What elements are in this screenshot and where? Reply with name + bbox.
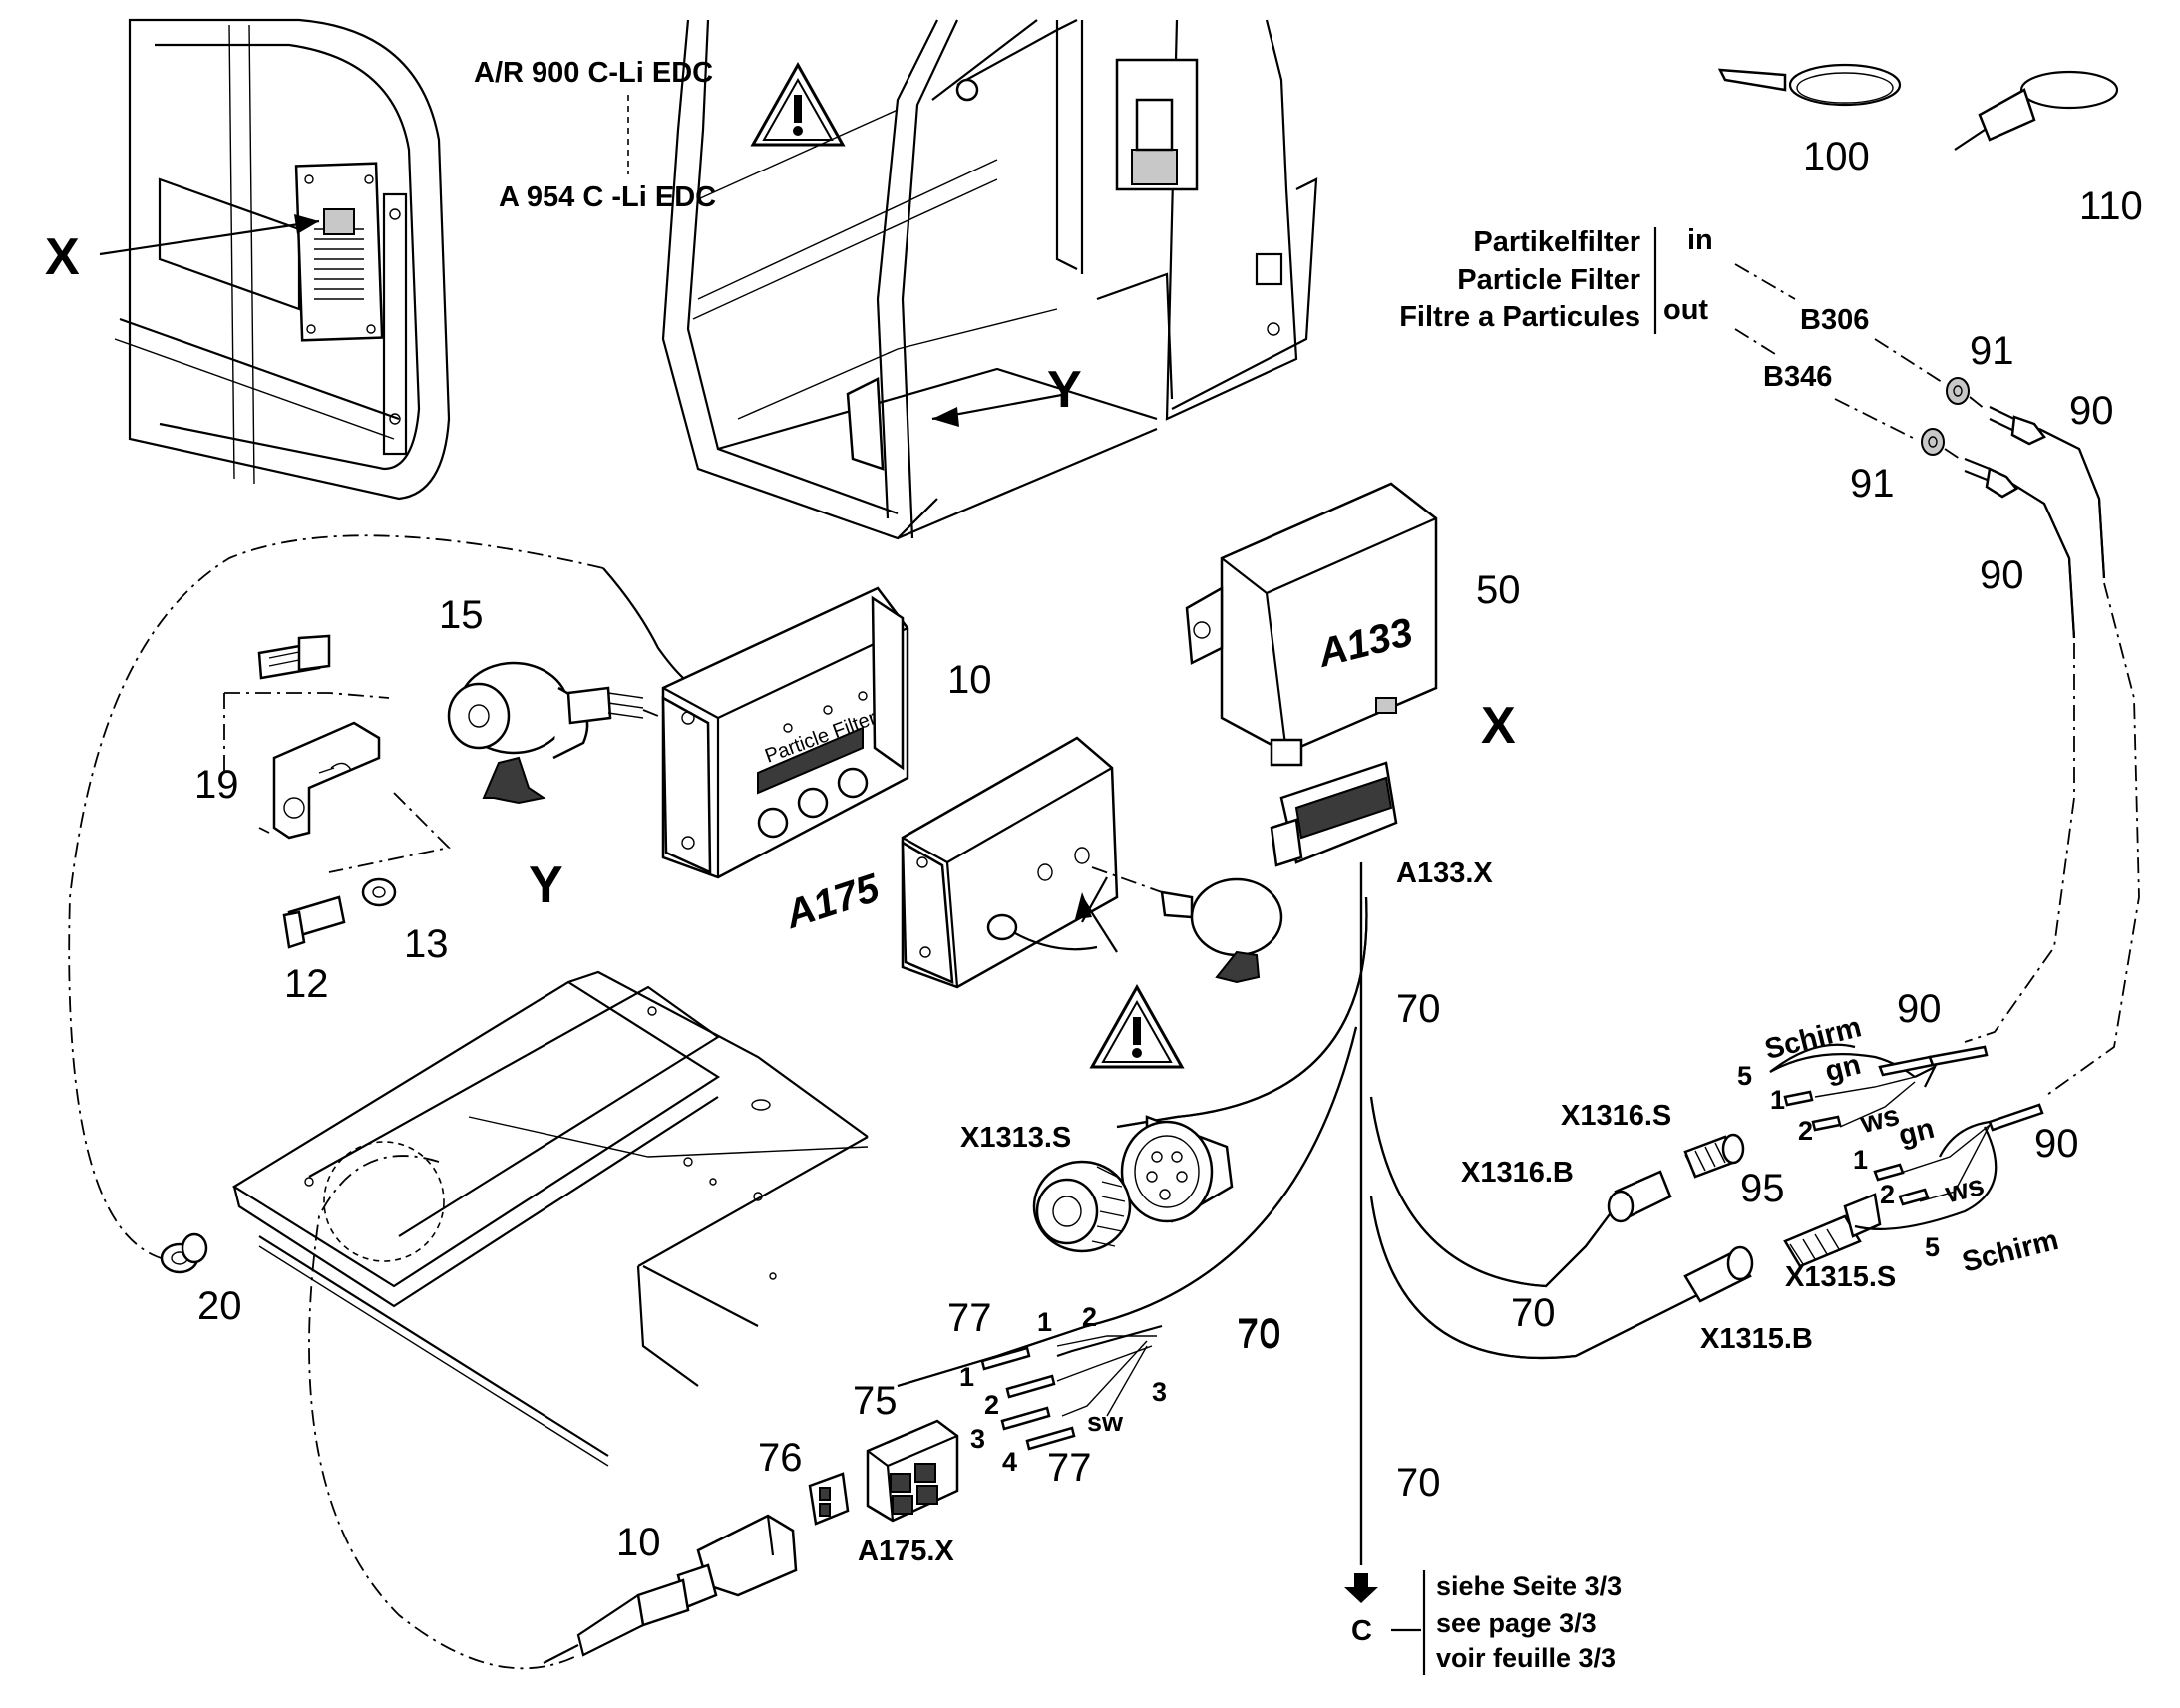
marker-x-conn: X [1481, 697, 1516, 755]
wire-label-1c: 1 [1853, 1145, 1868, 1175]
ecu-a133: A133 50 [1185, 482, 1521, 767]
part-10b: 10 [616, 1521, 661, 1564]
pin-label-1: 1 [959, 1362, 974, 1392]
down-arrow-icon [1344, 1573, 1378, 1603]
part-100: 100 [1803, 135, 1870, 178]
wire-label-ws-b: ws [1941, 1170, 1987, 1210]
label-x1316s: X1316.S [1561, 1100, 1671, 1132]
part-75: 75 [853, 1379, 898, 1423]
marker-x-top: X [45, 228, 80, 286]
part-76: 76 [758, 1436, 803, 1480]
wire-label-2c: 2 [1880, 1180, 1895, 1209]
pin-label-3: 3 [970, 1424, 985, 1454]
wire-label-5b: 5 [1925, 1232, 1940, 1262]
connector-a133x: A133.X [1270, 761, 1493, 889]
legend-particle-filter: Particle Filter [1457, 264, 1640, 296]
part-91b: 91 [1850, 462, 1895, 506]
display-rear-view [901, 736, 1283, 1069]
part-12: 12 [284, 962, 329, 1006]
reference-en: see page 3/3 [1436, 1608, 1597, 1638]
cable-tie-100: 100 [1717, 63, 1902, 178]
base-plate: 20 [160, 970, 869, 1467]
plug-cable-10: 10 [543, 1514, 798, 1664]
part-95: 95 [1740, 1167, 1785, 1210]
pin-label-4: 4 [1002, 1447, 1017, 1477]
legend-filtre-particules: Filtre a Particules [1399, 301, 1640, 333]
part-77b: 77 [1047, 1446, 1092, 1490]
part-10a: 10 [947, 658, 992, 702]
cab-frame: A/R 900 C-Li EDC A 954 C -Li EDC [474, 19, 1318, 540]
marker-y-detail: Y [529, 856, 563, 914]
connector-x1313s: X1313.S [960, 1115, 1234, 1253]
label-a133x: A133.X [1396, 857, 1493, 889]
legend-in: in [1687, 224, 1713, 256]
label-x1313s: X1313.S [960, 1122, 1071, 1154]
display-a175: Particle Filter A175 10 [602, 567, 992, 937]
part-70-harness-label: 70 [1237, 1311, 1281, 1355]
sensor-b306: B306 [1800, 304, 1869, 336]
wire-label-1b: 1 [1770, 1085, 1785, 1115]
pin-label-2: 2 [984, 1390, 999, 1420]
harness-70: 70 70 70 70 [897, 862, 1716, 1565]
legend-out: out [1663, 294, 1708, 326]
connector-a175x: 2 1 3 sw 1 2 3 4 77 77 70 75 76 A175.X [758, 1296, 1281, 1567]
part-19: 19 [194, 763, 239, 807]
model-top: A/R 900 C-Li EDC [474, 57, 713, 89]
part-20: 20 [197, 1284, 242, 1328]
label-a175: A175 [779, 865, 885, 937]
part-50: 50 [1476, 568, 1521, 612]
label-x1316b: X1316.B [1461, 1157, 1574, 1189]
reference-letter: C [1351, 1615, 1372, 1647]
part-90d: 90 [2034, 1122, 2079, 1166]
marker-y-top: Y [1047, 361, 1082, 419]
part-91a: 91 [1970, 329, 2014, 373]
part-90c: 90 [1897, 987, 1942, 1031]
warning-triangle-icon [750, 61, 846, 147]
wire-label-gn-b: gn [1896, 1113, 1938, 1153]
cab-panel-detail: X [45, 18, 451, 501]
label-a175x: A175.X [858, 1536, 954, 1567]
wire-label-2a: 2 [1082, 1302, 1097, 1332]
page-reference: C siehe Seite 3/3 see page 3/3 voir feui… [1344, 1570, 1622, 1675]
part-77a: 77 [947, 1296, 992, 1340]
wire-label-2b: 2 [1798, 1116, 1813, 1146]
warning-triangle-icon [1089, 983, 1185, 1069]
label-x1315s: X1315.S [1785, 1261, 1896, 1293]
wire-label-3a: 3 [1152, 1377, 1167, 1407]
part-90b: 90 [1980, 553, 2024, 597]
wire-label-sw: sw [1087, 1407, 1124, 1437]
part-70b: 70 [1237, 1313, 1281, 1357]
part-70d: 70 [1396, 1461, 1441, 1505]
reference-fr: voir feuille 3/3 [1436, 1643, 1616, 1673]
label-x1315b: X1315.B [1700, 1323, 1813, 1355]
wire-label-5a: 5 [1737, 1061, 1752, 1091]
reference-de: siehe Seite 3/3 [1436, 1571, 1622, 1601]
sensor-b346: B346 [1763, 361, 1832, 393]
pressure-sensors: 91 91 90 90 [1834, 329, 2140, 1098]
part-90a: 90 [2069, 389, 2114, 433]
legend-partikelfilter: Partikelfilter [1473, 226, 1640, 258]
filter-legend: Partikelfilter Particle Filter Filtre a … [1399, 224, 1869, 393]
part-70a: 70 [1396, 987, 1441, 1031]
routing-loop-bottom [308, 1155, 579, 1670]
wire-label-1a: 1 [1037, 1307, 1052, 1337]
part-110: 110 [2079, 184, 2143, 228]
part-13: 13 [404, 922, 449, 966]
part-15: 15 [439, 593, 484, 637]
connector-x1315: X1315.S X1315.B [1683, 1193, 1896, 1355]
model-bottom: A 954 C -Li EDC [499, 181, 716, 213]
cable-tie-110: 110 [1954, 70, 2143, 228]
part-70c: 70 [1511, 1291, 1556, 1335]
pigtail-upper: 5 1 2 Schirm gn ws 90 [1737, 987, 1989, 1146]
wire-label-ws-a: ws [1857, 1100, 1903, 1141]
wire-label-schirm-b: Schirm [1959, 1224, 2061, 1279]
routing-loop-left [68, 534, 604, 1262]
connector-x1316: X1316.S X1316.B 95 [1461, 1100, 1785, 1223]
mounting-bracket: 15 19 13 12 Y [194, 593, 664, 1006]
